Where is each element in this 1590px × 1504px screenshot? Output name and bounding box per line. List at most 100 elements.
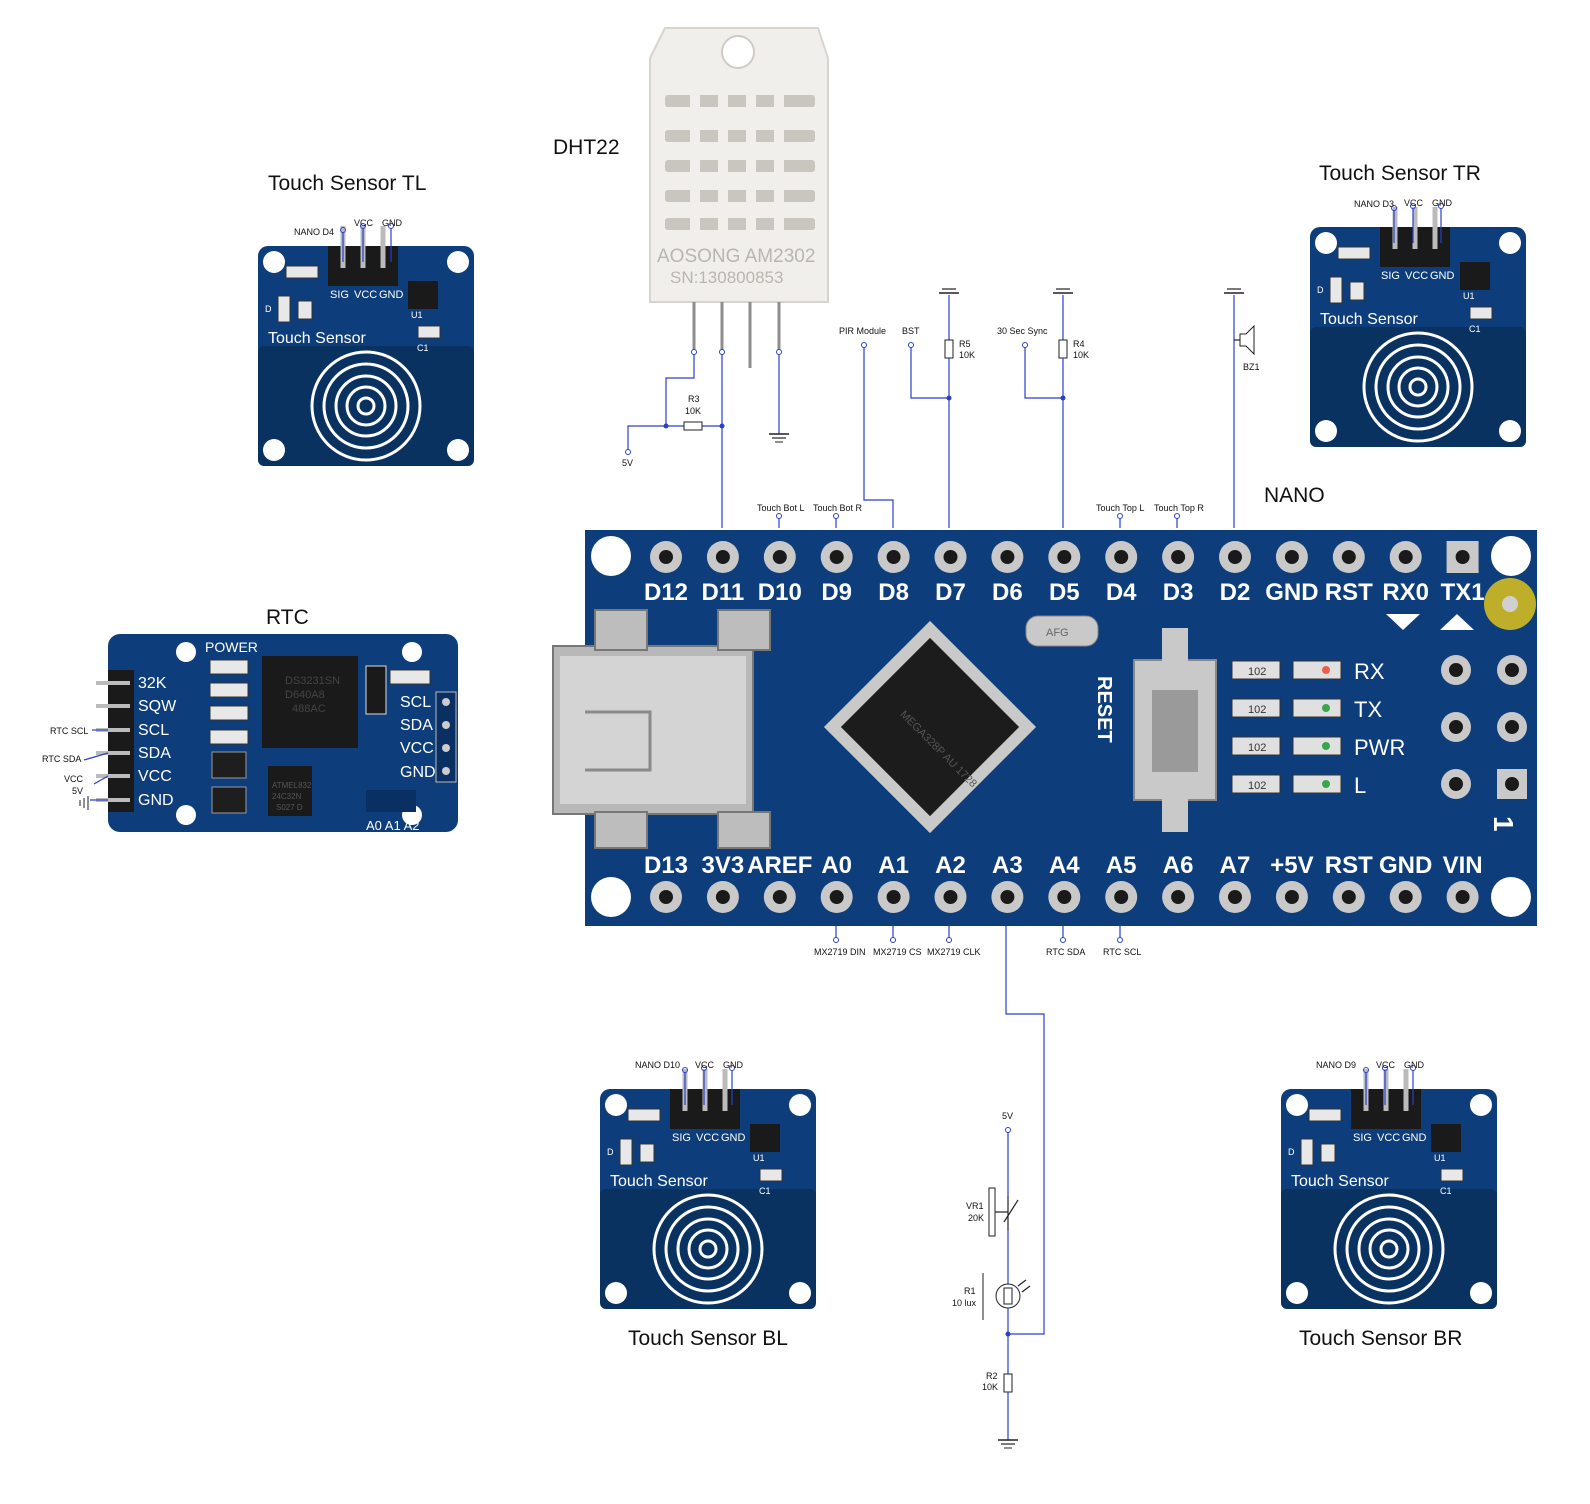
nano-bottom-pin-label-5v: +5V (1270, 852, 1313, 879)
net-touch-top-r: Touch Top R (1154, 503, 1204, 513)
nano-bottom-pin-pad-hole (1455, 890, 1470, 904)
r5-label: R5 (959, 339, 971, 349)
touch-sensor-br: SIG VCC GND Touch Sensor U1 C1 D NANO D9… (1281, 1060, 1497, 1350)
nano-bottom-pin-label-d13: D13 (644, 852, 688, 879)
nano-bottom-pin-pad-hole (943, 890, 958, 904)
touch-tr-conn-sig: NANO D3 (1354, 199, 1394, 209)
nano-top-pin-pad-hole (829, 550, 844, 564)
net-touch-top-l: Touch Top L (1096, 503, 1144, 513)
rtc-chip-3: 488AC (292, 703, 326, 715)
nano-top-pin-pad-hole (1455, 550, 1470, 564)
nano-top-pin-pad-hole (772, 550, 787, 564)
dht22-title: DHT22 (553, 136, 620, 159)
rtc-right-vcc: VCC (400, 740, 434, 757)
r2-label: R2 (986, 1371, 998, 1381)
touch-br-conn-vcc: VCC (1376, 1060, 1396, 1070)
touch-tl-pin-gnd: GND (379, 289, 404, 301)
dht22-print-2: SN:130800853 (670, 268, 783, 287)
touch-tl-title: Touch Sensor TL (268, 172, 426, 195)
nano-top-pin-label-d8: D8 (878, 579, 909, 606)
nano-top-pin-pad-hole (1284, 550, 1299, 564)
nano-top-pin-pad-hole (715, 550, 730, 564)
nano-top-pin-label-gnd: GND (1265, 579, 1318, 606)
nano-bottom-pin-pad-hole (1284, 890, 1299, 904)
nano-led-res-1: 102 (1248, 666, 1266, 678)
net-rtc-sda: RTC SDA (1046, 947, 1085, 957)
rtc-addr: A0 A1 A2 (366, 818, 420, 833)
touch-tr-title: Touch Sensor TR (1319, 162, 1481, 185)
nano-bottom-pin-pad-hole (1171, 890, 1186, 904)
r4-value: 10K (1073, 350, 1089, 360)
dht22-print-1: AOSONG AM2302 (657, 246, 815, 267)
rtc-right-sda: SDA (400, 717, 433, 734)
nano-top-pin-pad-hole (1341, 550, 1356, 564)
arduino-nano: NANO MEGA328P AU 1728 AFG RESET (552, 484, 1537, 926)
touch-sensor-tr: Touch Sensor TR SIG VCC GND Touch Sensor… (1310, 162, 1526, 447)
nano-bottom-pin-pad-hole (1228, 890, 1242, 904)
rtc-eeprom-2: 24C32N (272, 792, 302, 801)
rtc-pin-vcc: VCC (138, 768, 172, 785)
net-mx-clk: MX2719 CLK (927, 947, 981, 957)
touch-br-silk: Touch Sensor (1291, 1173, 1390, 1190)
touch-tl-d: D (265, 304, 272, 314)
touch-br-conn-gnd: GND (1404, 1060, 1425, 1070)
nano-reset-label: RESET (1093, 676, 1115, 743)
rtc-eeprom-3: S027 D (276, 803, 303, 812)
touch-sensor-bl: SIG VCC GND Touch Sensor U1 C1 D NANO D1… (600, 1060, 816, 1350)
touch-tl-u1: U1 (411, 310, 423, 320)
bz1-label: BZ1 (1243, 362, 1260, 372)
nano-top-pin-label-d10: D10 (758, 579, 802, 606)
nano-top-pin-pad-hole (1114, 550, 1129, 564)
rtc-link-vcc: VCC (64, 774, 84, 784)
rtc-pin-sda: SDA (138, 745, 171, 762)
touch-br-u1: U1 (1434, 1153, 1446, 1163)
net-mx-cs: MX2719 CS (873, 947, 922, 957)
r1-label: R1 (964, 1286, 976, 1296)
rtc-right-gnd: GND (400, 764, 436, 781)
nano-title: NANO (1264, 484, 1325, 507)
nano-top-pin-label-d2: D2 (1220, 579, 1251, 606)
nano-top-pin-label-d6: D6 (992, 579, 1023, 606)
net-pir: PIR Module (839, 326, 886, 336)
nano-bottom-wiring: MX2719 DIN MX2719 CS MX2719 CLK RTC SDA … (814, 926, 1141, 1449)
r3-label: R3 (688, 394, 700, 404)
net-bst: BST (902, 326, 920, 336)
rtc-eeprom-1: ATMEL832 (272, 781, 312, 790)
touch-bl-silk: Touch Sensor (610, 1173, 709, 1190)
r5-value: 10K (959, 350, 975, 360)
rtc-chip-2: D640A8 (285, 689, 325, 701)
touch-tr-conn-vcc: VCC (1404, 198, 1424, 208)
nano-led-pwr: PWR (1354, 735, 1405, 760)
nano-top-pin-pad-hole (1398, 550, 1413, 564)
touch-tl-c1: C1 (417, 343, 429, 353)
nano-led-tx: TX (1354, 697, 1382, 722)
vr1-value: 20K (968, 1213, 984, 1223)
touch-tl-conn-vcc: VCC (354, 218, 374, 228)
dht22-wiring: 5V R3 10K (622, 349, 789, 528)
touch-br-pin-vcc: VCC (1377, 1132, 1400, 1144)
dht-5v-label: 5V (622, 458, 633, 468)
touch-tr-pin-vcc: VCC (1405, 270, 1428, 282)
touch-bl-title: Touch Sensor BL (628, 1327, 788, 1350)
nano-bottom-pin-label-vin: VIN (1443, 852, 1483, 879)
touch-bl-conn-vcc: VCC (695, 1060, 715, 1070)
nano-top-pin-label-d11: D11 (702, 579, 745, 606)
rtc-chip-1: DS3231SN (285, 675, 340, 687)
nano-bottom-pin-pad-hole (659, 890, 673, 904)
nano-led-l: L (1354, 773, 1366, 798)
touch-bl-c1: C1 (759, 1186, 771, 1196)
touch-tr-u1: U1 (1463, 291, 1475, 301)
nano-bottom-pin-pad-hole (829, 890, 844, 904)
nano-bottom-pin-label-a6: A6 (1163, 852, 1194, 879)
touch-br-c1: C1 (1440, 1186, 1452, 1196)
rtc-title: RTC (266, 606, 309, 629)
touch-sensor-tl: Touch Sensor TL SIG VCC GND Touch Sensor… (258, 172, 474, 466)
nano-top-pin-pad-hole (943, 550, 958, 564)
nano-bottom-pin-label-aref: AREF (747, 852, 812, 879)
touch-bl-u1: U1 (753, 1153, 765, 1163)
nano-top-pin-pad-hole (886, 550, 901, 564)
nano-bottom-pin-label-a3: A3 (992, 852, 1023, 879)
rtc-right-scl: SCL (400, 694, 431, 711)
